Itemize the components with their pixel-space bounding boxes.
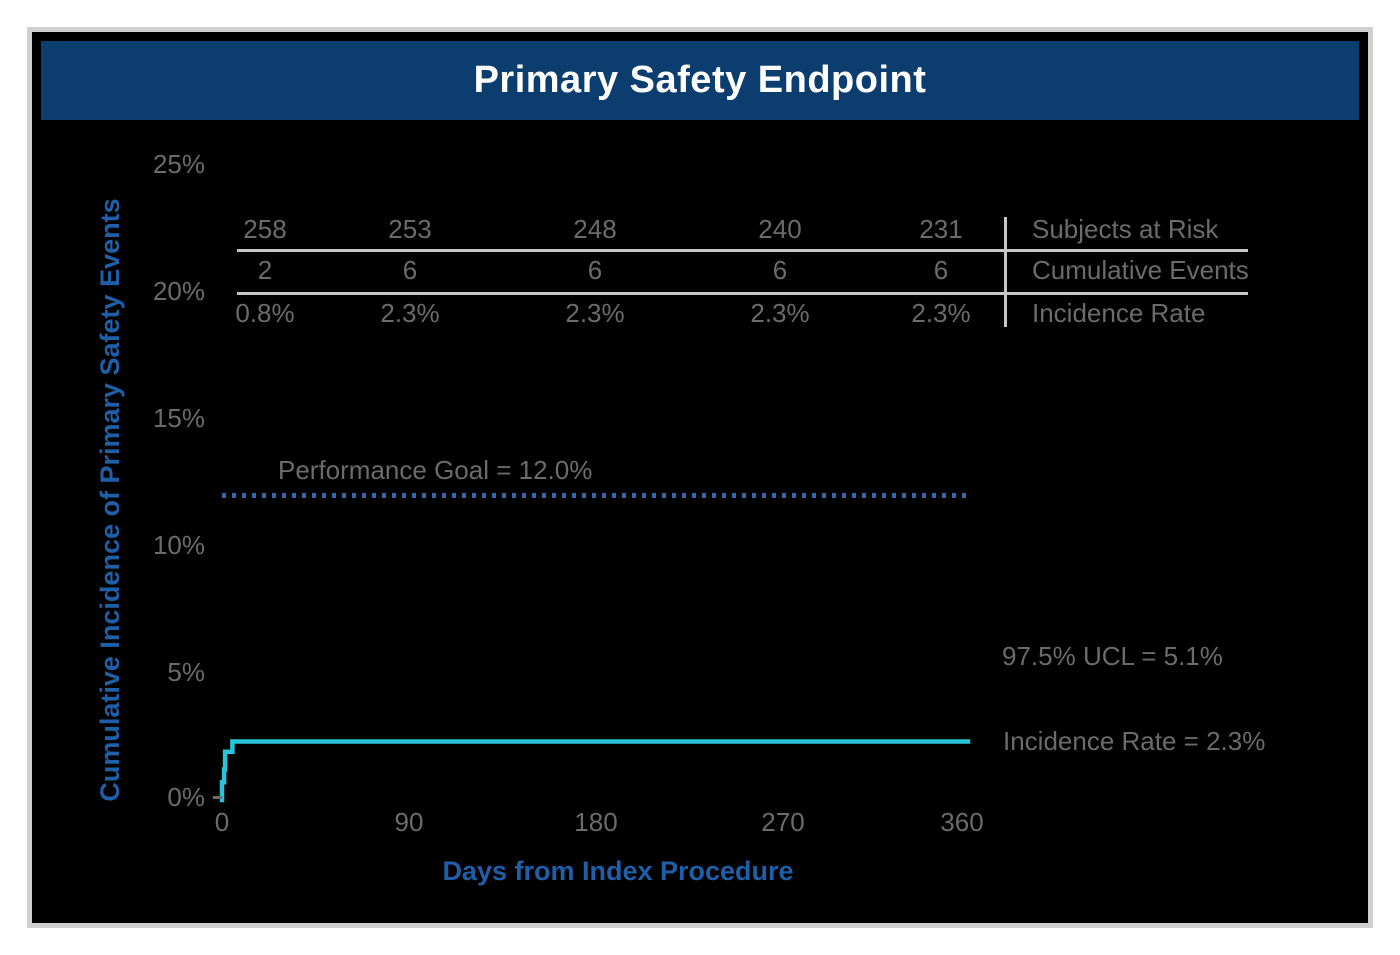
chart-title-bar: Primary Safety Endpoint	[41, 41, 1359, 120]
risk-table-rule-bottom	[237, 292, 1248, 295]
risk-table-value: 2	[257, 255, 273, 285]
km-curve	[219, 739, 971, 803]
y-tick-10: 10%	[152, 530, 205, 560]
risk-table-value: 0.8%	[235, 298, 295, 328]
risk-table-row-label: Subjects at Risk	[1032, 214, 1219, 244]
y-tick-25: 25%	[152, 149, 205, 179]
y-tick-15: 15%	[152, 403, 205, 433]
risk-table-value: 6	[933, 255, 949, 285]
risk-table-value: 6	[772, 255, 788, 285]
y-tick-0: 0%	[167, 782, 205, 812]
risk-table-rule-top	[237, 249, 1248, 252]
y-tick-5: 5%	[167, 657, 205, 687]
risk-table-divider	[1004, 217, 1007, 327]
risk-table-value: 240	[758, 214, 802, 244]
performance-goal-line	[222, 493, 968, 498]
y-tick-20: 20%	[152, 276, 205, 306]
risk-table-value: 2.3%	[565, 298, 625, 328]
risk-table-row-label: Incidence Rate	[1032, 298, 1206, 328]
risk-table-value: 258	[243, 214, 287, 244]
performance-goal-label: Performance Goal = 12.0%	[278, 455, 593, 485]
risk-table-value: 6	[402, 255, 418, 285]
risk-table-value: 2.3%	[380, 298, 440, 328]
x-tick-90: 90	[394, 807, 424, 837]
risk-table-value: 248	[573, 214, 617, 244]
risk-table-value: 253	[388, 214, 432, 244]
incidence-rate-label: Incidence Rate = 2.3%	[1003, 726, 1266, 756]
x-axis-title: Days from Index Procedure	[442, 856, 794, 886]
x-tick-360: 360	[940, 807, 984, 837]
chart-frame: Primary Safety Endpoint 25% 20% 15% 10% …	[27, 27, 1373, 928]
x-tick-270: 270	[761, 807, 805, 837]
ucl-label: 97.5% UCL = 5.1%	[1002, 641, 1223, 671]
risk-table-value: 6	[587, 255, 603, 285]
risk-table-value: 231	[919, 214, 963, 244]
x-tick-0: 0	[214, 807, 230, 837]
x-tick-180: 180	[574, 807, 618, 837]
risk-table-value: 2.3%	[750, 298, 810, 328]
chart-title: Primary Safety Endpoint	[473, 59, 927, 101]
risk-table-row-label: Cumulative Events	[1032, 255, 1249, 285]
risk-table-value: 2.3%	[911, 298, 971, 328]
origin-tick-mark	[213, 796, 222, 799]
